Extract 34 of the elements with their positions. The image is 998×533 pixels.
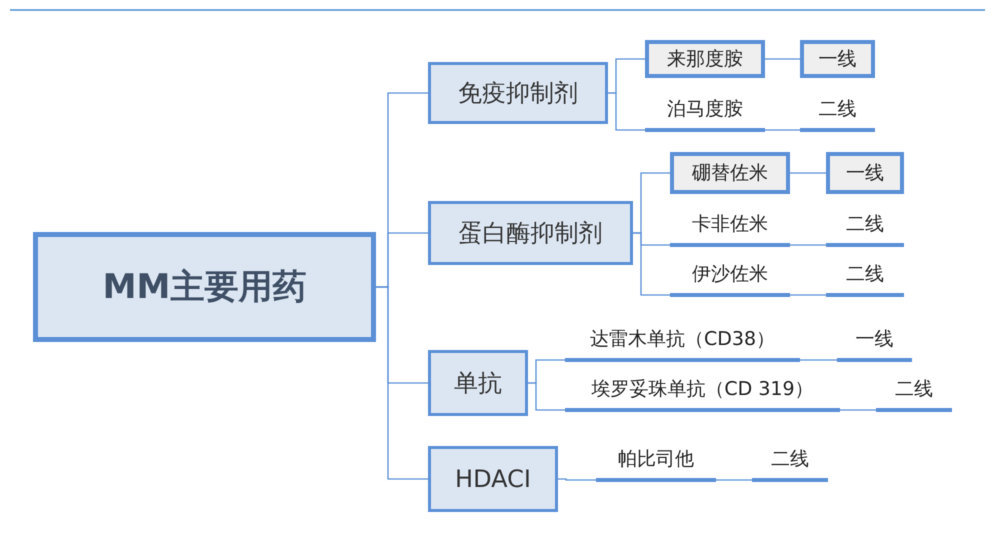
- connector-line: [608, 92, 645, 131]
- connector-line: [800, 359, 837, 361]
- connector-line: [790, 294, 826, 296]
- category-box: 单抗: [428, 350, 528, 416]
- drug-box: 一线: [826, 152, 904, 194]
- connector-line: [840, 409, 876, 411]
- connector-line: [765, 58, 800, 60]
- connector-line: [790, 244, 826, 246]
- category-box: HDACI: [428, 446, 558, 512]
- underlined-label: 二线: [826, 205, 904, 247]
- connector-line: [558, 478, 596, 481]
- category-box: 免疫抑制剂: [428, 62, 608, 124]
- underlined-label: 二线: [752, 440, 828, 482]
- underlined-label: 二线: [876, 370, 952, 412]
- connector-line: [765, 129, 800, 131]
- underlined-label: 帕比司他: [596, 440, 716, 482]
- root-box: MM主要用药: [33, 232, 376, 342]
- underlined-label: 泊马度胺: [645, 90, 765, 132]
- underlined-label: 二线: [826, 255, 904, 297]
- category-box: 蛋白酶抑制剂: [428, 201, 633, 265]
- underlined-label: 伊沙佐米: [670, 255, 790, 297]
- connector-line: [790, 172, 826, 174]
- connector-line: [716, 479, 752, 481]
- underlined-label: 埃罗妥珠单抗（CD 319）: [565, 370, 840, 412]
- connector-line: [528, 382, 565, 411]
- underlined-label: 卡非佐米: [670, 205, 790, 247]
- connector-line: [376, 286, 428, 480]
- drug-box: 硼替佐米: [670, 152, 790, 194]
- drug-box: 来那度胺: [645, 40, 765, 78]
- underlined-label: 一线: [837, 320, 912, 362]
- drug-box: 一线: [800, 40, 875, 78]
- underlined-label: 达雷木单抗（CD38）: [565, 320, 800, 362]
- connector-line: [633, 232, 670, 296]
- underlined-label: 二线: [800, 90, 875, 132]
